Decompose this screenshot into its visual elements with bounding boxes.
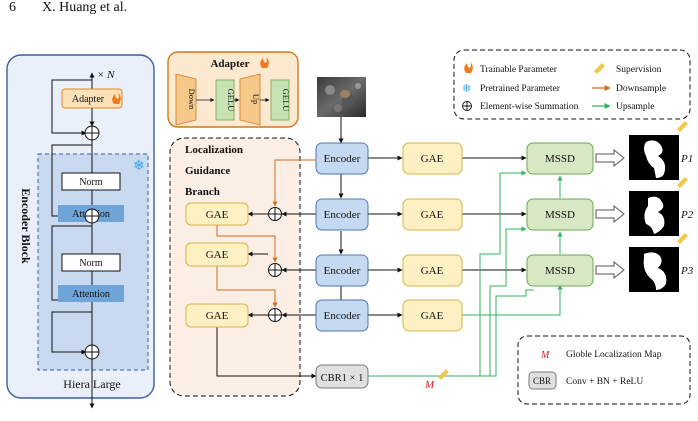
adapter-layer-gelu-1: GELU: [226, 89, 236, 112]
adapter-layer-down: Down: [187, 89, 197, 111]
legend-pretrained: Pretrained Parameter: [480, 84, 561, 94]
encoder-node-2: [315, 198, 369, 231]
encoder-label-3: Encoder: [324, 265, 361, 277]
connections: [216, 155, 563, 379]
branch-title-line-3: Branch: [185, 186, 220, 198]
branch-title-line-2: Guidance: [185, 165, 230, 177]
cbr-node: CBR1 × 1 M: [315, 364, 449, 391]
snowflake-icon: ❄: [133, 159, 145, 174]
supervision-icon: [677, 233, 688, 244]
gae-branch-label-1: GAE: [206, 209, 229, 221]
input-image: [317, 77, 366, 117]
adapter-detail: Adapter Down GELU Up GELU: [167, 51, 299, 128]
adapter-layer-up: Up: [251, 94, 261, 104]
bottom-legend: M Globle Localization Map CBR Conv + BN …: [517, 335, 691, 405]
encoder-block-title: Encoder Block: [19, 188, 33, 264]
page-number: 6: [9, 0, 16, 15]
mssd-nodes: MSSD MSSD MSSD: [526, 142, 594, 287]
repeat-label: × N: [97, 69, 115, 81]
supervision-icon: [438, 369, 449, 380]
legend-supervision: Supervision: [616, 65, 662, 75]
encoder-label-4: Encoder: [324, 310, 361, 322]
mssd-label-2: MSSD: [545, 209, 575, 221]
mssd-label-1: MSSD: [545, 153, 575, 165]
output-arrows: [595, 148, 625, 280]
legend-summation: Element-wise Summation: [480, 102, 579, 112]
supervision-icon: [677, 121, 688, 132]
norm-label-1: Norm: [79, 177, 103, 188]
supervision-icon: [594, 63, 605, 74]
norm-label-2: Norm: [79, 258, 103, 269]
encoder-nodes: Encoder Encoder Encoder Encoder: [315, 142, 369, 332]
flame-icon: [112, 93, 121, 104]
gae-branch-nodes: GAE GAE GAE: [185, 202, 249, 328]
adapter-label: Adapter: [72, 94, 105, 105]
output-masks: P1 P2 P3: [629, 121, 694, 292]
output-label-p3: P3: [680, 265, 694, 277]
gae-right-label-3: GAE: [421, 265, 444, 277]
bottom-legend-map-label: Globle Localization Map: [566, 350, 662, 360]
output-label-p2: P2: [680, 209, 694, 221]
encoder-node-4: [315, 299, 369, 332]
summation-nodes: [268, 207, 282, 322]
map-label: M: [424, 379, 435, 391]
cbr-label: CBR1 × 1: [321, 373, 364, 384]
hiera-large-label: Hiera Large: [63, 377, 120, 391]
gae-right-label-4: GAE: [421, 310, 444, 322]
bottom-legend-m-symbol: M: [540, 350, 550, 361]
running-header: X. Huang et al.: [42, 0, 128, 15]
output-label-p1: P1: [680, 153, 693, 165]
legend-trainable: Trainable Parameter: [480, 65, 558, 75]
branch-title-line-1: Localization: [185, 144, 243, 156]
encoder-node-1: [315, 142, 369, 175]
adapter-detail-title: Adapter: [210, 58, 249, 70]
gae-branch-label-3: GAE: [206, 310, 229, 322]
flame-icon: [464, 62, 473, 73]
attention-label-2: Attention: [72, 289, 110, 300]
legend-upsample: Upsample: [616, 102, 655, 112]
adapter-layer-gelu-2: GELU: [281, 89, 291, 112]
legend-downsample: Downsample: [616, 84, 666, 94]
encoder-block: Encoder Block ❄ × N Adapter Norm Attenti…: [6, 54, 155, 409]
gae-right-label-1: GAE: [421, 153, 444, 165]
bottom-legend-cbr-label: Conv + BN + ReLU: [566, 377, 643, 387]
bottom-legend-cbr-symbol: CBR: [533, 376, 551, 386]
legend: Trainable Parameter ❄ Pretrained Paramet…: [453, 49, 691, 120]
flame-icon: [260, 57, 269, 68]
encoder-label-2: Encoder: [324, 209, 361, 221]
gae-right-label-2: GAE: [421, 209, 444, 221]
encoder-label-1: Encoder: [324, 153, 361, 165]
gae-right-nodes: GAE GAE GAE GAE: [402, 142, 463, 332]
encoder-node-3: [315, 254, 369, 287]
mssd-label-3: MSSD: [545, 265, 575, 277]
gae-branch-label-2: GAE: [206, 249, 229, 261]
supervision-icon: [677, 177, 688, 188]
snowflake-icon: ❄: [462, 83, 471, 95]
